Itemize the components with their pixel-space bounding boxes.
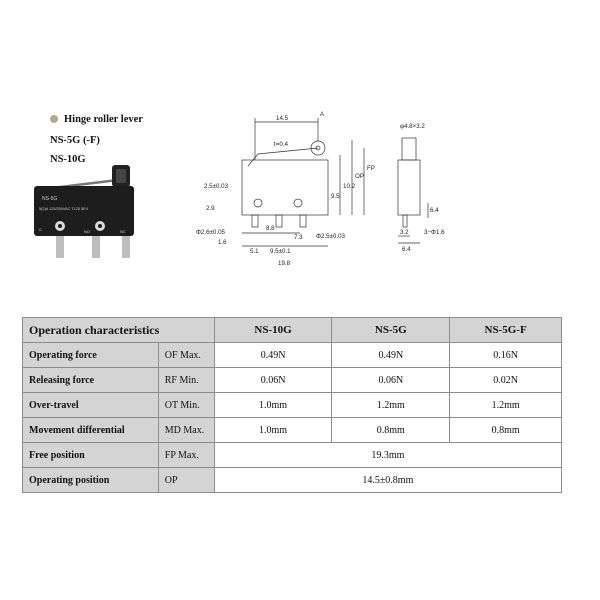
col-header-ns5g-f: NS-5G-F	[449, 317, 562, 343]
cell-value: 0.02N	[449, 367, 562, 393]
dim-fp: FP	[367, 165, 375, 172]
cell-value: 1.2mm	[331, 392, 451, 418]
switch-photo: NS-5G 5(2)A 125/250VAC T125 5E4 C NO NC	[34, 165, 134, 258]
dim-6-4-bottom: 6.4	[402, 246, 411, 253]
heading-hinge-roller-lever: Hinge roller lever	[50, 114, 143, 125]
dim-label-a: A	[320, 111, 325, 118]
row-label: Operating position	[22, 467, 159, 493]
table-row: Releasing force RF Min. 0.06N 0.06N 0.02…	[22, 367, 562, 393]
row-symbol: OP	[157, 467, 215, 493]
cell-value: 0.06N	[331, 367, 451, 393]
dim-7-3: 7.3	[294, 234, 303, 241]
body-model: NS-5G	[42, 196, 57, 202]
cell-value: 1.0mm	[213, 392, 333, 418]
heading-model-ns5g: NS-5G (-F)	[50, 135, 100, 146]
dim-6-4-side: 6.4	[430, 207, 439, 214]
cell-value: 1.0mm	[213, 417, 333, 443]
table-header-row: Operation characteristics NS-10G NS-5G N…	[22, 317, 562, 343]
table-title: Operation characteristics	[22, 317, 215, 343]
cell-value: 0.49N	[213, 342, 333, 368]
cell-value: 0.8mm	[331, 417, 451, 443]
dim-2-9: 2.9	[206, 205, 215, 212]
row-label: Over-travel	[22, 392, 159, 418]
dim-14-5: 14.5	[276, 115, 289, 122]
drawing-body-front	[241, 159, 329, 216]
cell-value-merged: 14.5±0.8mm	[213, 467, 563, 493]
dim-5-1: 5.1	[250, 248, 259, 255]
dim-phi-2-5: Φ2.5±0.03	[316, 233, 346, 240]
dim-1-6: 1.6	[218, 239, 227, 246]
cell-value: 0.06N	[213, 367, 333, 393]
dim-3-2: 3.2	[400, 229, 409, 236]
row-label: Operating force	[22, 342, 159, 368]
drawing-lever	[247, 147, 319, 167]
table-row: Over-travel OT Min. 1.0mm 1.2mm 1.2mm	[22, 392, 562, 418]
dim-thickness: t=0.4	[274, 141, 288, 148]
dim-2-5: 2.5±0.03	[204, 183, 229, 190]
row-label: Releasing force	[22, 367, 159, 393]
terminal-no-label: NO	[84, 229, 90, 234]
col-header-ns5g: NS-5G	[331, 317, 451, 343]
cell-value: 0.8mm	[449, 417, 562, 443]
table-row: Free position FP Max. 19.3mm	[22, 442, 563, 468]
dim-phi-1-6: 3−Φ1.6	[424, 229, 445, 236]
table-row: Operating force OF Max. 0.49N 0.49N 0.16…	[22, 342, 562, 368]
dim-10-2: 10.2	[343, 183, 356, 190]
heading-model-ns10g: NS-10G	[50, 154, 86, 165]
dim-8-8: 8.8	[266, 225, 275, 232]
bullet-dot	[50, 115, 58, 123]
row-symbol: RF Min.	[157, 367, 215, 393]
dim-19-8: 19.8	[278, 260, 291, 267]
cell-value-merged: 19.3mm	[213, 442, 563, 468]
table-row: Movement differential MD Max. 1.0mm 0.8m…	[22, 417, 562, 443]
dim-phi-2-6: Φ2.6±0.05	[196, 229, 226, 236]
row-symbol: OF Max.	[157, 342, 215, 368]
terminal-c	[56, 236, 64, 258]
cell-value: 0.49N	[331, 342, 451, 368]
dimension-drawing: 14.5 A t=0.4 2.5±0.03 2.9 9.5 10.2 OP FP…	[196, 111, 445, 267]
drawing-body-side	[397, 159, 421, 216]
terminal-c-label: C	[39, 227, 42, 232]
terminal-nc	[122, 236, 130, 258]
dim-op: OP	[355, 173, 364, 180]
terminal-no	[92, 236, 100, 258]
drawing-roller	[310, 140, 326, 156]
dim-9-5: 9.5	[331, 193, 340, 200]
row-symbol: FP Max.	[157, 442, 215, 468]
cell-value: 0.16N	[449, 342, 562, 368]
dim-phi-4-8: φ4.8×3.2	[400, 123, 425, 130]
table-row: Operating position OP 14.5±0.8mm	[22, 467, 563, 493]
row-symbol: OT Min.	[157, 392, 215, 418]
heading-text-1: Hinge roller lever	[64, 114, 143, 125]
operation-characteristics-table: Operation characteristics NS-10G NS-5G N…	[22, 317, 563, 493]
row-label: Free position	[22, 442, 159, 468]
row-symbol: MD Max.	[157, 417, 215, 443]
dim-9-5-tol: 9.5±0.1	[270, 248, 291, 255]
body-rating: 5(2)A 125/250VAC T125 5E4	[39, 207, 88, 211]
terminal-nc-label: NC	[120, 229, 126, 234]
cell-value: 1.2mm	[449, 392, 562, 418]
row-label: Movement differential	[22, 417, 159, 443]
col-header-ns10g: NS-10G	[213, 317, 333, 343]
